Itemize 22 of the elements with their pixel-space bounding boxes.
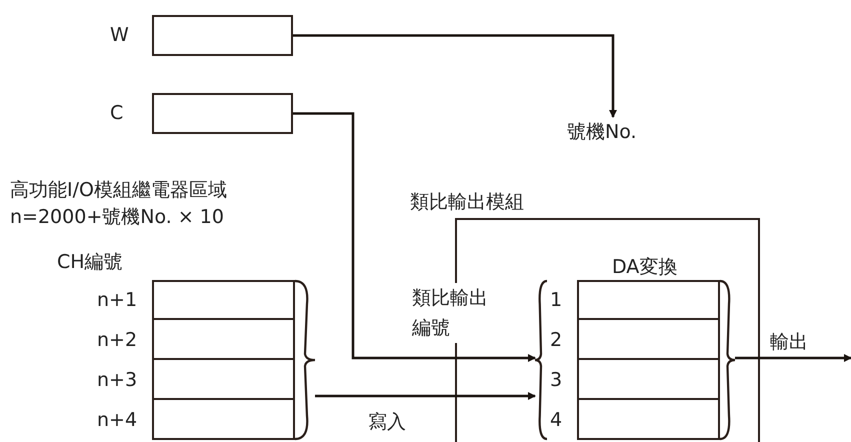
- channel-number: n+3: [97, 368, 138, 392]
- channel-number: n+4: [97, 408, 138, 432]
- arrow: [293, 34, 617, 118]
- target-label: 號機No.: [567, 120, 637, 144]
- module-title: 類比輸出模組: [410, 190, 524, 214]
- channel-number: n+1: [97, 288, 138, 312]
- arrow: [293, 112, 536, 362]
- conversion-heading: DA変換: [612, 255, 678, 279]
- channel-heading: CH編號: [57, 250, 123, 274]
- output-number: 1: [550, 288, 562, 312]
- edge-label: 寫入: [368, 410, 406, 434]
- edge-label: 輸出: [770, 330, 808, 354]
- channel-number: n+2: [97, 328, 138, 352]
- area-heading: 高功能I/O模組繼電器區域: [10, 178, 227, 202]
- address-formula: n=2000+號機No. × 10: [10, 205, 224, 229]
- register-name: W: [110, 23, 129, 47]
- output-number: 4: [550, 408, 562, 432]
- output-number: 2: [550, 328, 562, 352]
- arrow: [735, 354, 851, 362]
- arrow: [315, 392, 536, 400]
- output-number: 3: [550, 368, 562, 392]
- register-name: C: [110, 101, 124, 125]
